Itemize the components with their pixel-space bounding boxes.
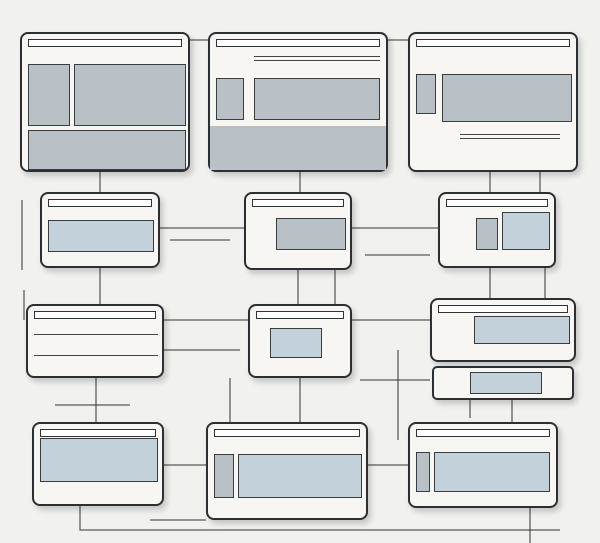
title-bar	[40, 429, 156, 437]
content-panel-b	[502, 212, 550, 250]
toolbar-lines	[254, 56, 380, 61]
title-bar	[256, 311, 344, 319]
content-panel	[474, 316, 570, 344]
title-bar	[252, 199, 344, 207]
content-panel	[470, 372, 542, 394]
title-bar	[446, 199, 548, 207]
waveform-panel	[40, 438, 158, 482]
wireframe-window-8	[248, 304, 352, 378]
sidebar-panel	[28, 64, 70, 126]
wireframe-window-3	[408, 32, 578, 172]
sidebar-panel	[216, 78, 244, 120]
content-panel	[270, 328, 322, 358]
wireframe-window-12	[206, 422, 368, 520]
wireframe-window-1	[20, 32, 190, 172]
title-bar	[416, 39, 570, 47]
title-bar	[34, 311, 156, 319]
title-bar	[28, 39, 182, 47]
text-lines	[460, 134, 560, 139]
content-panel	[74, 64, 186, 126]
wireframe-window-7	[26, 304, 164, 378]
wireframe-window-6	[438, 192, 556, 268]
sidebar-panel	[416, 452, 430, 492]
wireframe-window-13	[408, 422, 558, 508]
wireframe-window-9	[430, 298, 576, 362]
content-panel	[254, 78, 380, 120]
wireframe-window-11	[32, 422, 164, 506]
wireframe-window-5	[244, 192, 352, 270]
title-bar	[48, 199, 152, 207]
waveform-panel	[238, 454, 362, 498]
sidebar-panel	[416, 74, 436, 114]
footer-panel	[28, 130, 186, 170]
table-rows	[34, 334, 158, 356]
footer-panel	[210, 126, 386, 170]
wireframe-window-4	[40, 192, 160, 268]
waveform-panel	[48, 220, 154, 252]
title-bar	[438, 305, 568, 313]
sidebar-panel	[214, 454, 234, 498]
title-bar	[214, 429, 360, 437]
grid-panel	[276, 218, 346, 250]
content-panel	[442, 74, 572, 122]
content-panel-a	[476, 218, 498, 250]
wireframe-window-2	[208, 32, 388, 172]
title-bar	[216, 39, 380, 47]
content-panel	[434, 452, 550, 492]
wireframe-window-10	[432, 366, 574, 400]
title-bar	[416, 429, 550, 437]
